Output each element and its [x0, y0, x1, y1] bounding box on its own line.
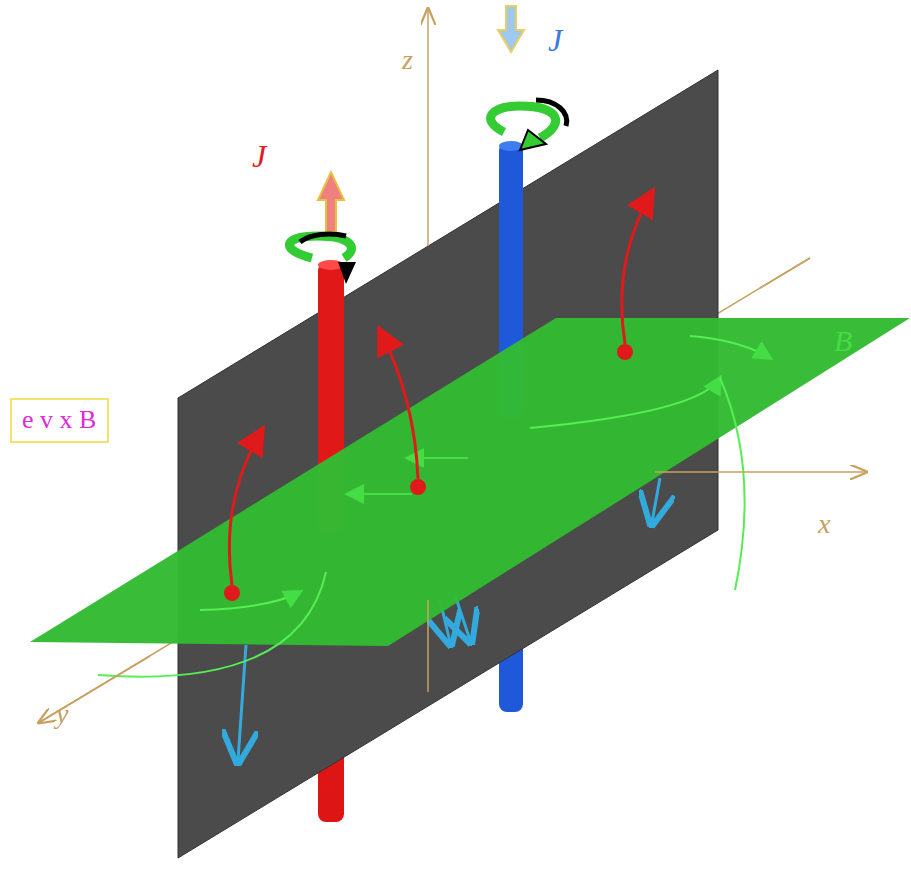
equation-text: e v x B — [22, 405, 96, 434]
current-label: J — [548, 24, 562, 56]
charge-dot — [617, 344, 633, 360]
charge-dot — [410, 479, 426, 495]
current-label: J — [252, 140, 266, 172]
b-field-line — [98, 572, 326, 677]
force-arrow — [652, 478, 660, 522]
horizontal-plane — [30, 318, 910, 646]
trajectory-arrow — [622, 192, 652, 344]
equation-box: e v x B — [10, 398, 109, 443]
trajectory-arrow — [380, 330, 418, 479]
current-arrow — [318, 172, 344, 232]
axis-label: z — [402, 46, 413, 74]
charge-dot — [224, 585, 240, 601]
x-axis — [655, 471, 865, 473]
axis-label: y — [56, 700, 68, 728]
small-arrow — [348, 493, 412, 495]
current-arrow — [498, 6, 524, 52]
rotation-arrow — [491, 106, 556, 138]
field-label: B — [834, 326, 852, 356]
axis-label: x — [818, 510, 830, 538]
trajectory-arrow — [229, 430, 262, 585]
z-axis — [427, 10, 429, 246]
b-field-line — [530, 378, 720, 428]
rotation-arrow — [289, 236, 351, 258]
